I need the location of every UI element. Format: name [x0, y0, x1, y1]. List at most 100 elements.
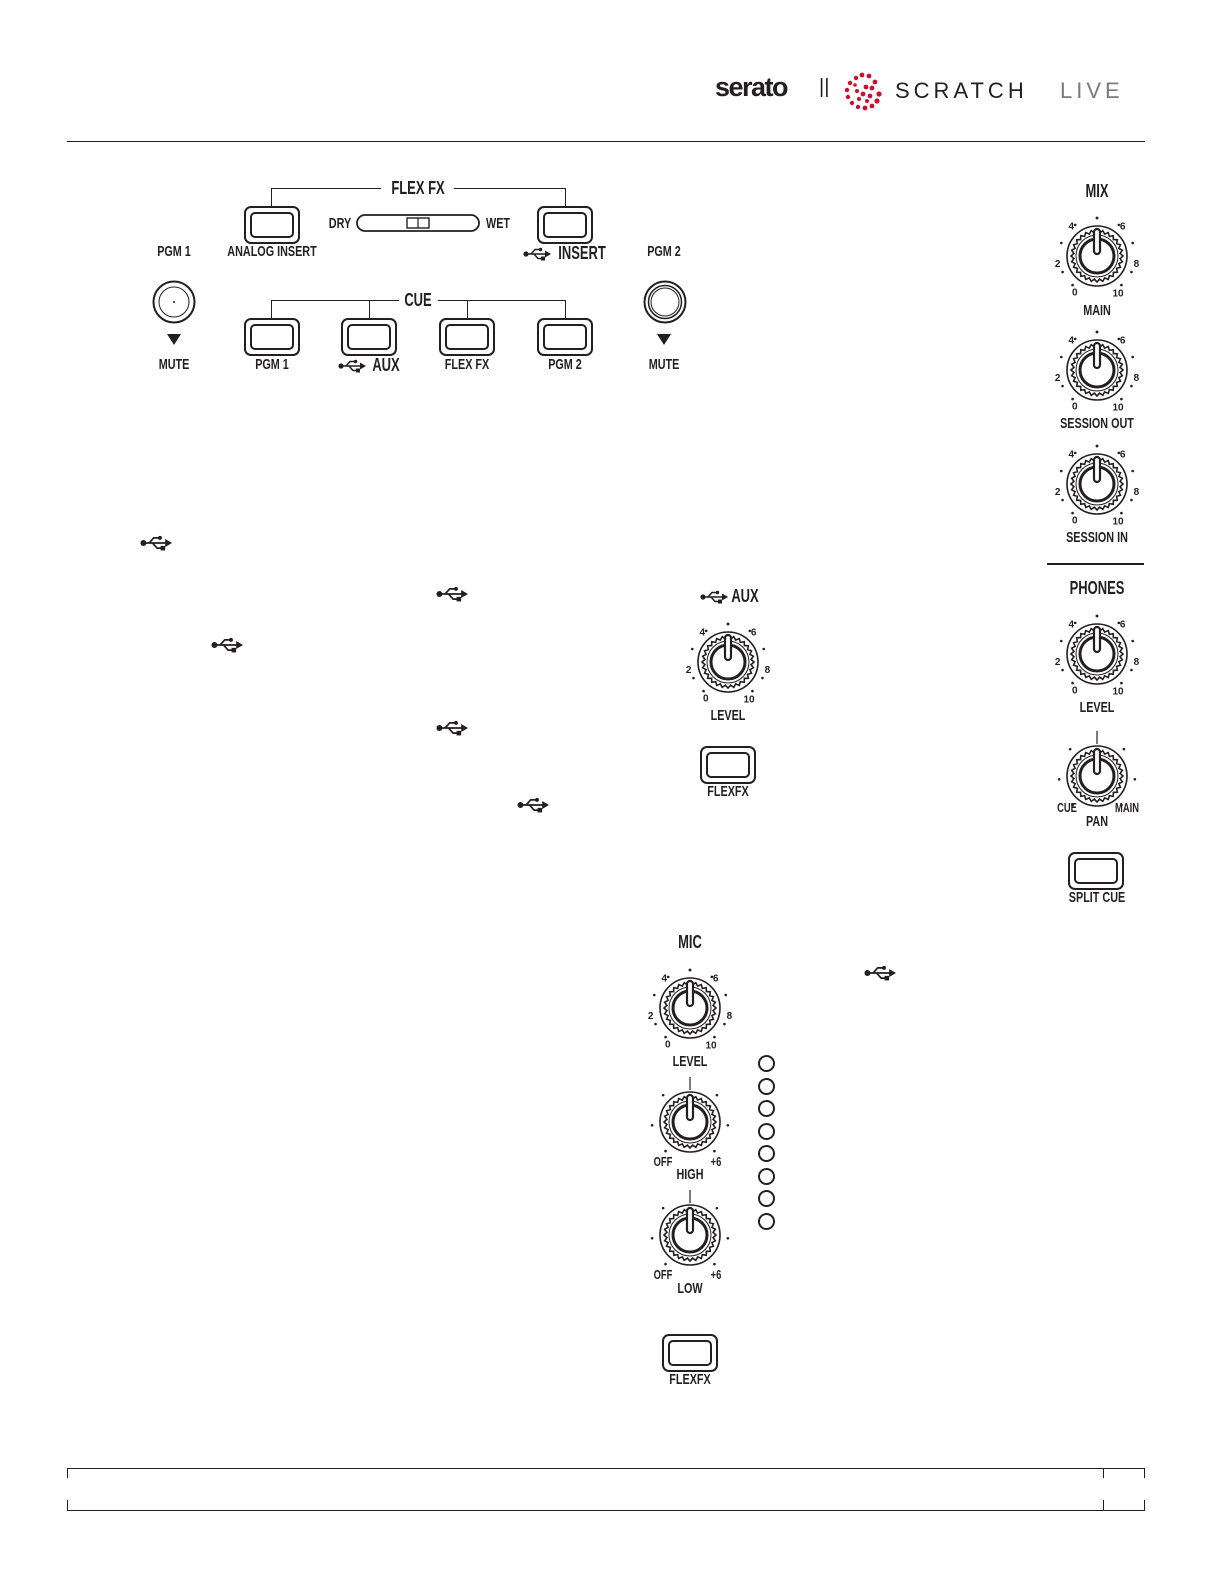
main-knob-label: MAIN	[1083, 302, 1111, 319]
pgm1-mute-button[interactable]	[152, 280, 196, 324]
phones-pan-knob[interactable]	[1047, 730, 1147, 828]
mic-high-knob[interactable]	[640, 1076, 740, 1174]
usb-icon	[210, 637, 244, 653]
mic-flexfx-label: FLEXFX	[669, 1371, 711, 1388]
led-indicator	[758, 1190, 775, 1207]
svg-text:0: 0	[1072, 288, 1078, 299]
aux-flexfx-label: FLEXFX	[707, 783, 749, 800]
dry-label: DRY	[328, 215, 352, 232]
analog-insert-label: ANALOG INSERT	[227, 243, 317, 260]
phones-title: PHONES	[1069, 578, 1125, 598]
led-indicator	[758, 1145, 775, 1162]
serato-logo-text: serato	[715, 72, 789, 102]
mic-high-label: HIGH	[676, 1166, 704, 1183]
led-indicator	[758, 1055, 775, 1072]
brand-header: serato || SCRATCH LIVE	[715, 70, 1155, 112]
svg-text:10: 10	[705, 1040, 717, 1051]
product-name-main: SCRATCH	[895, 78, 1028, 103]
led-indicator	[758, 1167, 775, 1185]
pgm2-mute-label: MUTE	[648, 356, 680, 373]
analog-insert-button[interactable]	[244, 206, 300, 244]
mic-low-plus-label: +6	[710, 1267, 722, 1282]
session-in-knob-label: SESSION IN	[1066, 529, 1128, 546]
aux-flexfx-button[interactable]	[700, 746, 756, 784]
usb-icon	[435, 586, 469, 602]
svg-text:4: 4	[1069, 449, 1075, 460]
mic-low-knob[interactable]	[640, 1189, 740, 1287]
led-indicator	[758, 1212, 775, 1230]
cue-pgm1-button[interactable]	[244, 318, 300, 356]
split-cue-button[interactable]	[1068, 852, 1124, 890]
cue-title: CUE	[404, 290, 432, 310]
usb-icon	[139, 535, 173, 551]
svg-text:4: 4	[1069, 221, 1075, 232]
svg-text:8: 8	[1134, 259, 1140, 270]
svg-text:10: 10	[1112, 686, 1124, 697]
mic-flexfx-button[interactable]	[662, 1334, 718, 1372]
session-out-knob-label: SESSION OUT	[1060, 415, 1134, 432]
usb-icon	[435, 720, 469, 736]
dry-wet-slider[interactable]	[356, 213, 480, 233]
wet-label: WET	[486, 215, 510, 232]
mic-level-meter	[758, 1055, 778, 1235]
pan-cue-label: CUE	[1057, 800, 1077, 815]
knob-graphic	[650, 1189, 730, 1266]
svg-text:10: 10	[1112, 288, 1124, 299]
mic-low-off-label: OFF	[653, 1267, 673, 1282]
usb-icon	[338, 359, 366, 373]
svg-text:8: 8	[727, 1011, 733, 1022]
mix-title: MIX	[1085, 181, 1109, 201]
cue-aux-label: AUX	[372, 355, 400, 375]
svg-text:8: 8	[1134, 373, 1140, 384]
mic-high-off-label: OFF	[653, 1154, 673, 1169]
svg-text:6: 6	[751, 627, 757, 638]
svg-text:4: 4	[662, 973, 668, 984]
cue-pgm2-label: PGM 2	[548, 356, 582, 373]
svg-text:8: 8	[765, 665, 771, 676]
pgm2-mute-button[interactable]	[643, 280, 687, 324]
pan-main-label: MAIN	[1115, 800, 1139, 815]
cue-aux-button[interactable]	[341, 318, 397, 356]
svg-text:10: 10	[1112, 516, 1124, 527]
svg-text:2: 2	[1055, 487, 1061, 498]
svg-text:2: 2	[686, 665, 692, 676]
svg-text:0: 0	[665, 1040, 671, 1051]
pgm1-mute-arrow-icon	[167, 334, 181, 345]
svg-text:4: 4	[1069, 619, 1075, 630]
pgm2-mute-arrow-icon	[657, 334, 671, 345]
svg-text:0: 0	[1072, 516, 1078, 527]
phones-pan-label: PAN	[1085, 813, 1109, 830]
split-cue-label: SPLIT CUE	[1068, 889, 1126, 906]
flex-fx-title: FLEX FX	[391, 178, 445, 198]
svg-text:0: 0	[1072, 402, 1078, 413]
pgm2-label: PGM 2	[647, 243, 681, 260]
cue-flexfx-button[interactable]	[439, 318, 495, 356]
mic-low-label: LOW	[677, 1280, 703, 1297]
mic-level-label: LEVEL	[672, 1053, 708, 1070]
svg-text:10: 10	[743, 694, 755, 705]
svg-text:8: 8	[1134, 657, 1140, 668]
svg-text:2: 2	[1055, 373, 1061, 384]
pgm1-label: PGM 1	[157, 243, 191, 260]
cue-pgm2-button[interactable]	[537, 318, 593, 356]
aux-title: AUX	[731, 586, 759, 606]
usb-icon	[699, 590, 729, 604]
phones-level-label: LEVEL	[1079, 699, 1115, 716]
svg-text:2: 2	[648, 1011, 654, 1022]
usb-insert-button[interactable]	[537, 206, 593, 244]
scratch-live-logo-icon	[844, 72, 882, 111]
svg-text:8: 8	[1134, 487, 1140, 498]
svg-text:2: 2	[1055, 657, 1061, 668]
led-indicator	[758, 1122, 775, 1140]
cue-flexfx-label: FLEX FX	[444, 356, 490, 373]
